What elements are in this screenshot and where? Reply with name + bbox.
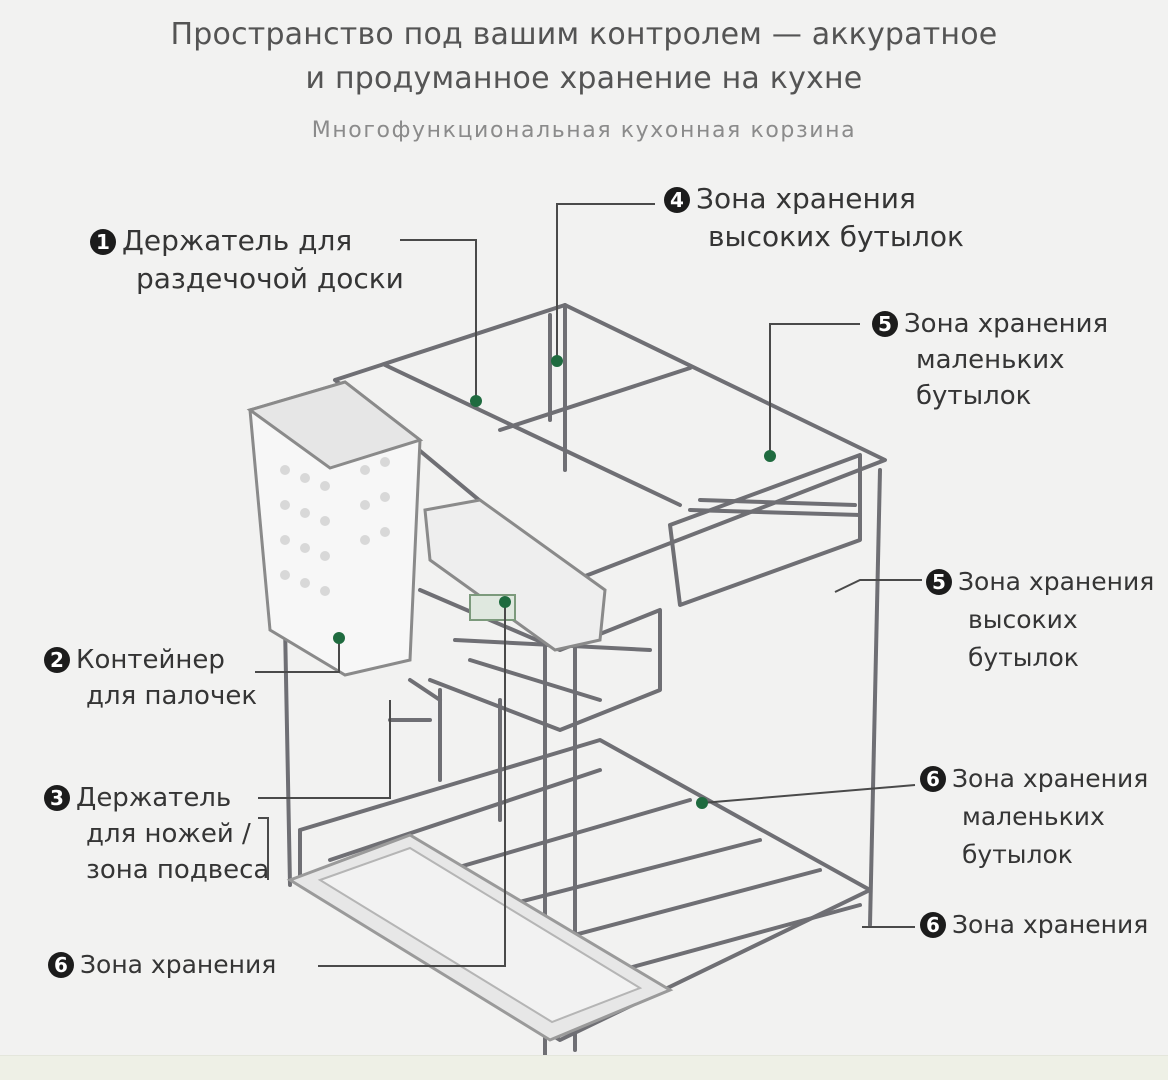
bottom-strip [0, 1055, 1168, 1080]
number-badge: 1 [90, 229, 116, 255]
subtitle: Многофункциональная кухонная корзина [311, 118, 857, 143]
headline-line-1: Пространство под вашим контролем — аккур… [170, 17, 998, 52]
knife-holder [423, 498, 607, 652]
chopstick-container [246, 380, 424, 677]
number-badge: 6 [48, 952, 74, 978]
drip-tray [286, 833, 674, 1042]
number-badge: 6 [920, 766, 946, 792]
number-badge: 2 [44, 647, 70, 673]
leader-lines [255, 203, 922, 967]
headline-line-2: и продуманное хранение на кухне [305, 61, 863, 96]
number-badge: 5 [872, 311, 898, 337]
number-badge: 6 [920, 912, 946, 938]
basket-frame [283, 303, 887, 1057]
connector-dots [333, 355, 776, 809]
number-badge: 4 [664, 187, 690, 213]
number-badge: 5 [926, 569, 952, 595]
number-badge: 3 [44, 785, 70, 811]
